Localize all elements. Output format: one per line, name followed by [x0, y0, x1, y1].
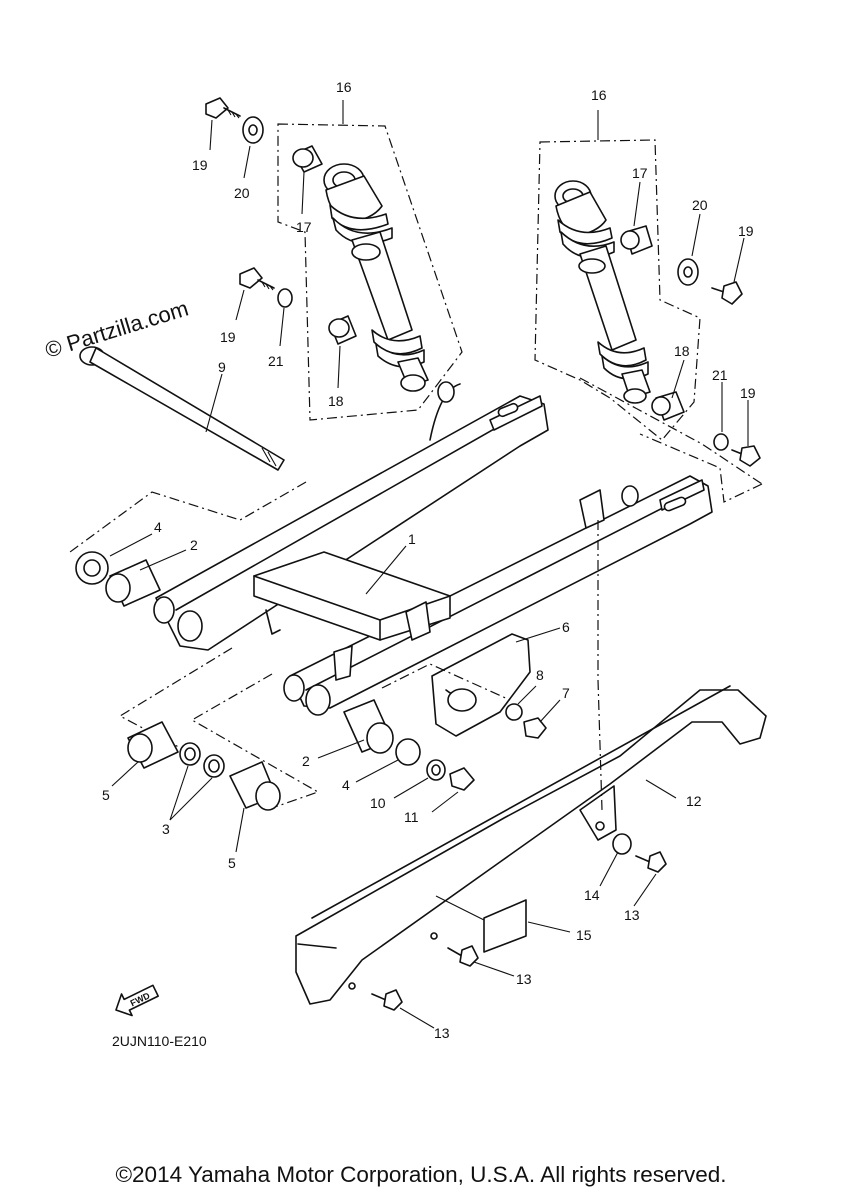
bushing-2-lower[interactable]	[343, 699, 394, 754]
left-shock-group-outline	[277, 123, 463, 421]
callout-21: 21	[268, 353, 284, 369]
washer-21-right[interactable]	[713, 433, 729, 451]
shaft-outline-lower	[190, 673, 320, 809]
washer-3-b[interactable]	[203, 754, 225, 778]
right-shock-lower-outline	[579, 377, 763, 485]
callout-19: 19	[220, 329, 236, 345]
callout-17: 17	[296, 219, 312, 235]
washer-14[interactable]	[612, 833, 632, 855]
callout-18: 18	[674, 343, 690, 359]
callout-19: 19	[738, 223, 754, 239]
callout-14: 14	[584, 887, 600, 903]
callout-11: 11	[404, 809, 419, 825]
bolt-19-top[interactable]	[205, 97, 241, 119]
bolt-19-right-upper[interactable]	[711, 281, 743, 305]
callout-6: 6	[562, 619, 570, 635]
oil-seal-4-upper[interactable]	[75, 551, 109, 585]
callout-9: 9	[218, 359, 226, 375]
nut-7[interactable]	[523, 717, 547, 739]
copyright-notice: ©2014 Yamaha Motor Corporation, U.S.A. A…	[115, 1162, 727, 1187]
diagram-code: 2UJN110-E210	[112, 1033, 207, 1049]
collar-8[interactable]	[505, 703, 523, 721]
callout-5: 5	[102, 787, 110, 803]
callout-12: 12	[686, 793, 702, 809]
washer-20-top[interactable]	[242, 116, 264, 144]
collar-5-left[interactable]	[127, 721, 179, 769]
callout-13: 13	[624, 907, 640, 923]
collar-18-right[interactable]	[651, 391, 685, 421]
leader-lines	[109, 119, 749, 1029]
collar-17-right[interactable]	[620, 225, 653, 255]
callout-4: 4	[154, 519, 162, 535]
callout-labels: 16 16 19 20 17 19 21 18 17 20 19 18 21 1…	[102, 79, 756, 1041]
callout-16: 16	[336, 79, 352, 95]
callout-13: 13	[434, 1025, 450, 1041]
callout-19: 19	[192, 157, 208, 173]
bolt-13-lower[interactable]	[371, 989, 403, 1011]
callout-20: 20	[234, 185, 250, 201]
washer-21-mid[interactable]	[277, 288, 293, 308]
shaft-outline-upper	[69, 481, 307, 553]
bushing-2-upper[interactable]	[105, 559, 161, 607]
chain-case-alignment	[597, 520, 603, 811]
bolt-19-right-lower[interactable]	[731, 445, 761, 467]
chain-case-12[interactable]	[295, 685, 767, 1005]
callout-20: 20	[692, 197, 708, 213]
callout-17: 17	[632, 165, 648, 181]
callout-19: 19	[740, 385, 756, 401]
callout-1: 1	[408, 531, 416, 547]
pivot-shaft-9[interactable]	[79, 346, 285, 471]
right-pivot-outline	[381, 433, 763, 701]
callout-16: 16	[591, 87, 607, 103]
collar-17-left[interactable]	[292, 145, 323, 173]
swingarm-1[interactable]	[153, 381, 713, 716]
callout-10: 10	[370, 795, 386, 811]
callout-15: 15	[576, 927, 592, 943]
fwd-arrow-icon: FWD	[115, 984, 159, 1017]
right-shock-group-outline	[534, 139, 701, 441]
callout-5: 5	[228, 855, 236, 871]
bolt-13-middle[interactable]	[447, 945, 479, 967]
callout-7: 7	[562, 685, 570, 701]
left-shock-absorber[interactable]	[323, 163, 429, 392]
watermark: © Partzilla.com	[42, 296, 191, 363]
chain-puller-6[interactable]	[431, 633, 531, 737]
callout-8: 8	[536, 667, 544, 683]
watermark-text: © Partzilla.com	[42, 296, 191, 363]
oil-seal-4-lower[interactable]	[395, 738, 421, 766]
callout-4: 4	[342, 777, 350, 793]
bolt-13-right[interactable]	[635, 851, 667, 873]
label-15[interactable]	[483, 899, 527, 953]
right-shock-absorber[interactable]	[554, 180, 651, 404]
bolt-19-mid[interactable]	[239, 267, 275, 291]
callout-21: 21	[712, 367, 728, 383]
collar-5-right[interactable]	[229, 761, 281, 811]
washer-10[interactable]	[426, 759, 446, 781]
callout-13: 13	[516, 971, 532, 987]
washer-3-a[interactable]	[179, 742, 201, 766]
callout-2: 2	[302, 753, 310, 769]
collar-18-left[interactable]	[328, 315, 357, 345]
washer-20-right[interactable]	[677, 258, 699, 286]
nut-11[interactable]	[449, 767, 475, 791]
callout-18: 18	[328, 393, 344, 409]
callout-3: 3	[162, 821, 170, 837]
callout-2: 2	[190, 537, 198, 553]
